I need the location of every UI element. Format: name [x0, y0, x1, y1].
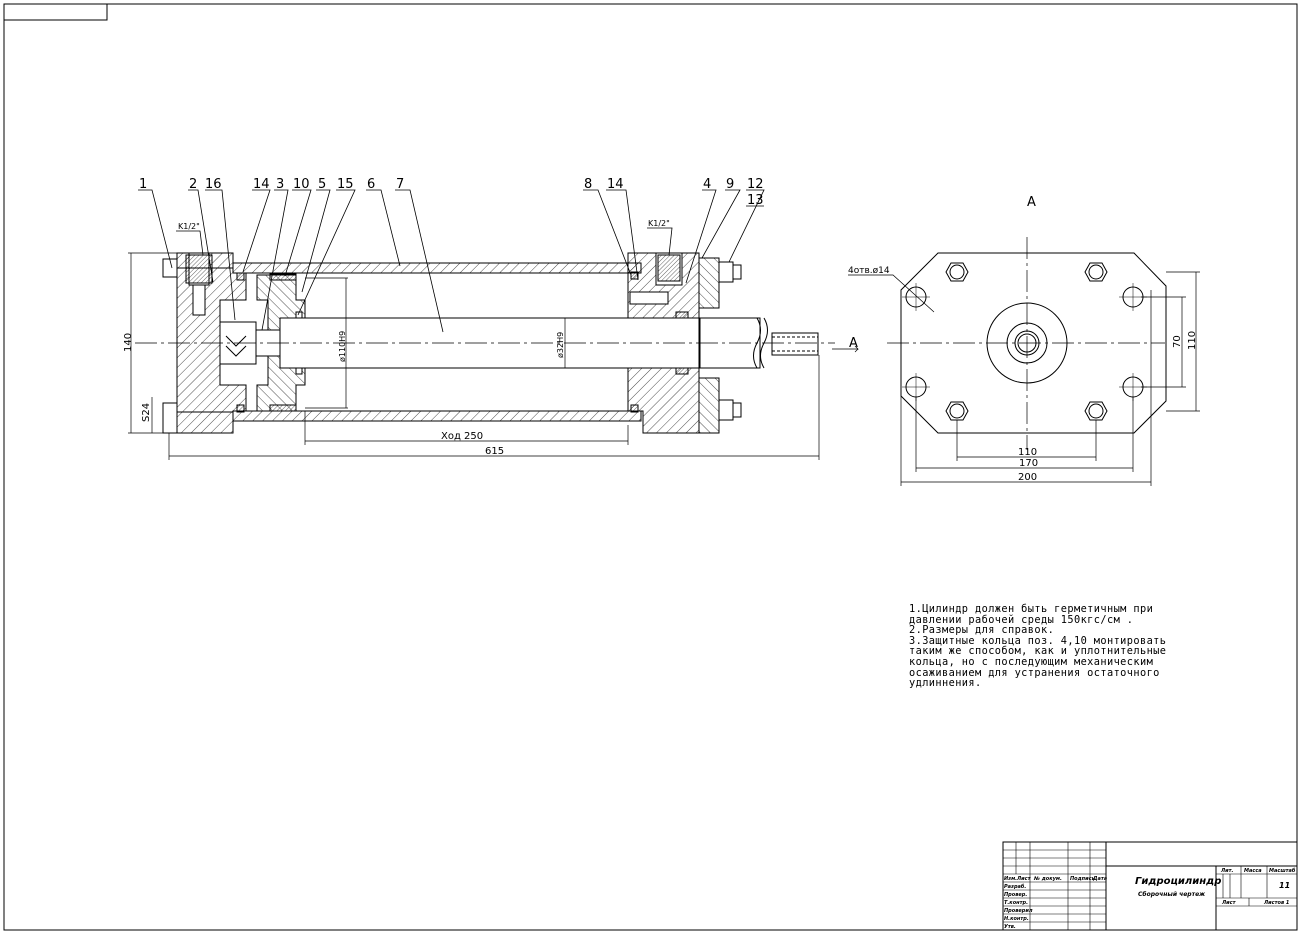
tb-role: Н.контр. [1004, 916, 1029, 922]
tb-col-header: Дата [1092, 876, 1108, 882]
callout-label: 7 [396, 177, 404, 192]
dim-height: 140 [123, 333, 134, 352]
tie-rod-nut [1084, 401, 1108, 421]
cylinder-tube-bottom [232, 410, 642, 422]
tb-role: Проверил [1004, 908, 1033, 914]
dim-overall: 615 [485, 446, 504, 457]
tb-col-header: Изм. [1004, 876, 1017, 882]
callout-label: 1 [139, 177, 147, 192]
section-marker: A [849, 336, 858, 351]
callout-label: 8 [584, 177, 592, 192]
callout-label: 12 [747, 177, 764, 192]
tb-role: Утв. [1004, 924, 1016, 930]
tb-title: Гидроцилиндр [1135, 876, 1221, 887]
callout-label: 16 [205, 177, 222, 192]
dim-stroke: Ход 250 [441, 431, 483, 442]
tb-role: Разраб. [1004, 883, 1026, 890]
note-line: 1.Цилиндр должен быть герметичным при [909, 603, 1154, 615]
gland-boss [986, 302, 1068, 384]
tb-role: Т.контр. [1004, 900, 1028, 906]
callout-label: 15 [337, 177, 354, 192]
end-view [848, 237, 1200, 486]
rod-gland [698, 257, 720, 309]
tie-rod-nut [1084, 262, 1108, 282]
callout-label: 2 [189, 177, 197, 192]
thread-label-rear: K1/2" [178, 222, 200, 231]
cylinder-tube-top [232, 262, 642, 274]
cylinder-section-view [135, 252, 835, 434]
note-line: осаживанием для устранения остаточного [909, 666, 1160, 679]
piston-seal-bottom [269, 404, 297, 412]
tb-sheets: Листов 1 [1263, 900, 1289, 906]
dim-170: 170 [1019, 458, 1038, 469]
callout-label: 3 [276, 177, 284, 192]
dim-110-v: 110 [1187, 331, 1198, 350]
callout-label: 13 [747, 193, 764, 208]
callout-numbers: 1 2 16 14 3 10 5 15 6 7 8 14 4 9 12 13 [139, 177, 764, 208]
callout-leaders [138, 189, 765, 333]
callout-label: 10 [293, 177, 310, 192]
dim-s24: S24 [141, 403, 152, 422]
main-dimensions [128, 252, 859, 460]
thread-label-front: K1/2" [648, 219, 670, 228]
tb-scale-value: 11 [1279, 881, 1290, 890]
note-line: удлиннения. [909, 677, 982, 690]
rod-thread [771, 332, 819, 356]
tb-subtitle: Сборочный чертеж [1138, 891, 1206, 898]
callout-label: 4 [703, 177, 711, 192]
note-line: 3.Защитные кольца поз. 4,10 монтировать [909, 634, 1167, 647]
dim-bore: ø110H9 [338, 331, 347, 362]
tb-lit: Лит. [1220, 868, 1234, 874]
view-title: A [1027, 195, 1036, 210]
note-line: давлении рабочей среды 150кгс/см . [909, 613, 1134, 626]
note-line: таким же способом, как и уплотнительные [909, 645, 1167, 658]
tie-nut-top [718, 261, 734, 283]
callout-label: 6 [367, 177, 375, 192]
dim-110-h: 110 [1018, 447, 1037, 458]
end-flange-outline [900, 252, 1167, 434]
tb-mass: Масса [1244, 868, 1262, 874]
tb-scale: Масштаб [1269, 867, 1296, 874]
sheet-border [3, 3, 1298, 931]
title-block [1002, 841, 1298, 931]
tb-sheet: Лист [1221, 900, 1237, 906]
note-line: 2.Размеры для справок. [909, 624, 1055, 637]
piston-seal-top [269, 273, 297, 281]
callout-label: 14 [253, 177, 270, 192]
callout-label: 5 [318, 177, 326, 192]
note-line: кольца, но с последующим механическим [909, 655, 1154, 668]
tie-nut-bottom [718, 399, 734, 421]
tie-rod-nut [945, 401, 969, 421]
dim-rod: ø32H9 [556, 332, 565, 358]
tb-col-header: Лист [1016, 876, 1032, 882]
corner-stamp-box [3, 3, 108, 21]
dim-holes: 4отв.ø14 [848, 266, 890, 276]
rear-stud-bottom [162, 402, 178, 434]
dim-200: 200 [1018, 472, 1037, 483]
tb-col-header: Подпись [1070, 876, 1095, 882]
tb-role: Провер. [1004, 892, 1027, 898]
dim-70: 70 [1172, 335, 1183, 348]
tie-rod-nut [945, 262, 969, 282]
callout-label: 9 [726, 177, 734, 192]
technical-notes: 1.Цилиндр должен быть герметичным при да… [909, 604, 1239, 689]
callout-label: 14 [607, 177, 624, 192]
tb-col-header: № докум. [1033, 876, 1062, 882]
